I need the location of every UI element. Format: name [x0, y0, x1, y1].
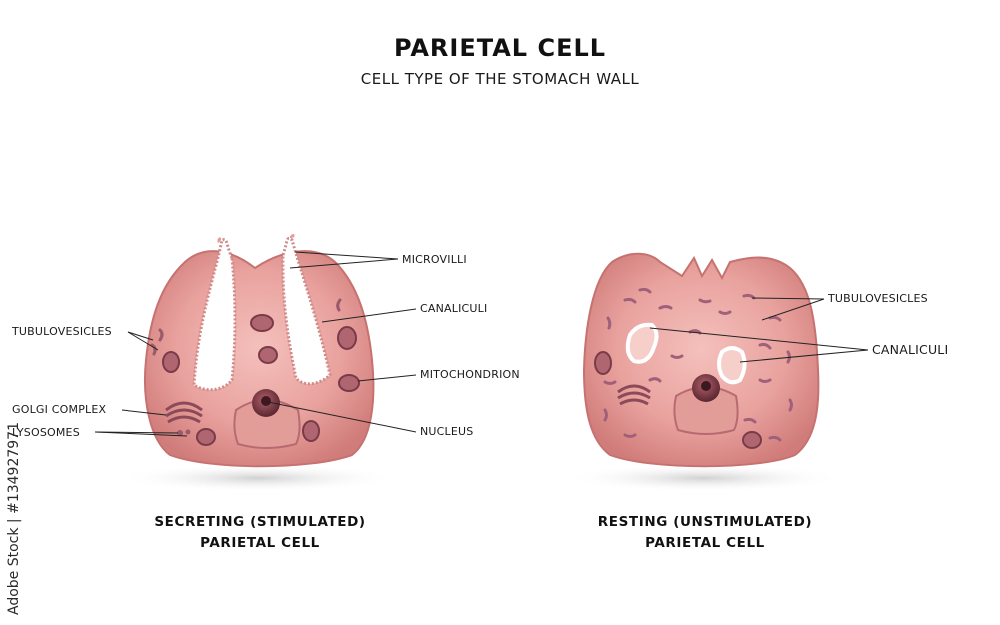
label-lysosomes: LYSOSOMES [12, 426, 80, 439]
left-caption-line1: SECRETING (STIMULATED) [154, 514, 366, 530]
left-canaliculus-1 [192, 238, 237, 392]
mitochondrion [337, 326, 357, 350]
label-tubulovesicles-left: TUBULOVESICLES [12, 325, 112, 338]
stock-watermark: Adobe Stock | #134927971 [6, 422, 22, 615]
label-nucleus: NUCLEUS [420, 425, 474, 438]
right-caption: RESTING (UNSTIMULATED) PARIETAL CELL [570, 512, 840, 554]
label-mitochondrion: MITOCHONDRION [420, 368, 520, 381]
lysosome [185, 429, 191, 435]
right-canaliculus-2 [717, 346, 747, 385]
label-golgi-complex: GOLGI COMPLEX [12, 403, 107, 416]
label-microvilli: MICROVILLI [402, 253, 467, 266]
right-caption-line1: RESTING (UNSTIMULATED) [597, 514, 813, 530]
right-canaliculus-1 [625, 322, 659, 364]
right-golgi-complex [617, 384, 651, 406]
right-caption-line2: PARIETAL CELL [645, 535, 765, 551]
lysosome [177, 430, 183, 436]
mitochondrion [742, 431, 762, 449]
mitochondrion [196, 428, 216, 446]
nucleus [233, 389, 301, 449]
mitochondrion [162, 351, 180, 373]
right-tubulovesicles [603, 287, 793, 442]
microvilli-tip-1 [217, 237, 222, 243]
mitochondrion [250, 314, 274, 332]
leader-lines-right [649, 297, 869, 363]
label-canaliculi-right: CANALICULI [872, 342, 949, 357]
label-canaliculi-left: CANALICULI [420, 302, 488, 315]
mitochondrion [338, 374, 360, 392]
left-caption: SECRETING (STIMULATED) PARIETAL CELL [128, 512, 392, 554]
golgi-complex [165, 401, 203, 424]
mitochondrion [258, 346, 278, 364]
mitochondrion [302, 420, 320, 442]
right-cell-shadow [563, 464, 843, 492]
right-cell-body [582, 252, 820, 468]
left-cell-shadow [118, 464, 398, 492]
page-title: PARIETAL CELL [393, 34, 607, 62]
resting-cell [582, 252, 820, 468]
left-caption-line2: PARIETAL CELL [200, 535, 320, 551]
left-canaliculus-2 [281, 237, 332, 386]
label-tubulovesicles-right: TUBULOVESICLES [828, 292, 928, 305]
page-subtitle: CELL TYPE OF THE STOMACH WALL [360, 70, 640, 88]
secreting-cell [144, 234, 375, 468]
leader-lines-left [94, 251, 417, 437]
microvilli-tip-2 [290, 234, 295, 238]
right-nucleus [673, 374, 739, 435]
mitochondrion [594, 351, 612, 375]
